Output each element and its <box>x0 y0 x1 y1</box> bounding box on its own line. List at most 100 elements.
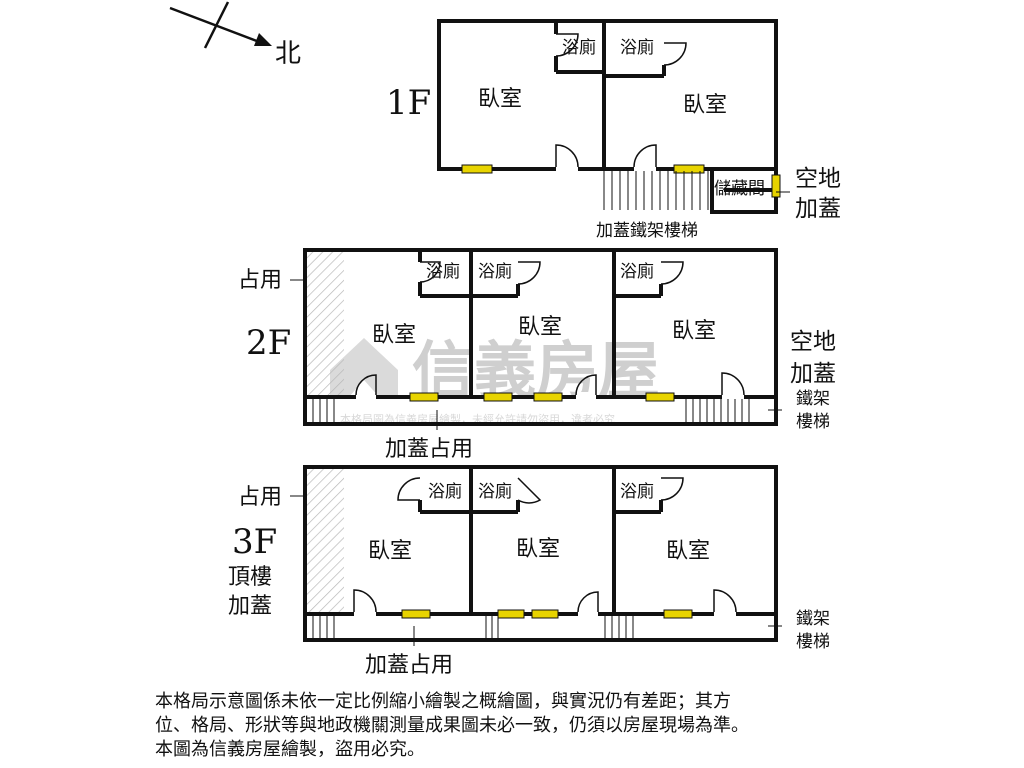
window <box>409 392 439 402</box>
floor-1-door-gap-1 <box>556 164 578 174</box>
compass: 北 <box>169 1 301 69</box>
floor-2-side-note-1: 空地 <box>790 329 836 355</box>
floor-1-stairs <box>603 171 709 210</box>
floor-3-sub-label-1: 頂樓 <box>228 565 272 590</box>
floor-2-bottom-note: 加蓋占用 <box>385 437 473 462</box>
window <box>461 164 493 174</box>
floor-1-doors <box>555 33 687 168</box>
floor-2-door-gap <box>356 392 376 402</box>
floor-3-bath-3: 浴廁 <box>620 481 654 502</box>
floor-3-stair-note-1: 鐵架 <box>796 609 830 629</box>
floor-2-side-note-2: 加蓋 <box>790 361 836 387</box>
door-swing-icon <box>577 591 599 613</box>
north-arrow-icon <box>254 33 272 46</box>
floor-2-doors <box>355 261 745 396</box>
door-swing-icon <box>663 42 687 66</box>
floor-3-door-gap <box>656 478 666 500</box>
floor-3-door-gap <box>714 609 736 619</box>
floor-3-windows <box>401 609 693 619</box>
floor-2-bedroom-3: 臥室 <box>672 319 716 344</box>
door-swing-icon <box>633 144 657 168</box>
floor-1-stair-note: 加蓋鐵架樓梯 <box>596 221 698 241</box>
north-label: 北 <box>275 39 301 69</box>
door-swing-icon <box>555 33 579 57</box>
window <box>497 609 525 619</box>
floor-2-windows <box>409 392 675 402</box>
door-swing-icon <box>721 372 745 396</box>
door-swing-icon <box>353 589 377 613</box>
floor-1-door-gap-4 <box>659 43 669 65</box>
door-swing-icon <box>575 374 597 396</box>
disclaimer-line-1: 本格局示意圖係未依一定比例縮小繪製之概繪圖，與實況仍有差距；其方 <box>155 691 731 712</box>
floor-3-label: 3F <box>232 522 277 562</box>
window <box>401 609 431 619</box>
floor-3-bath-1: 浴廁 <box>428 481 462 502</box>
floor-3-stairs <box>312 616 782 646</box>
floor-3-stair-note-2: 樓梯 <box>796 632 830 652</box>
floor-1-door-gap-2 <box>634 164 656 174</box>
window <box>645 392 675 402</box>
floor-3-door-gap <box>578 609 598 619</box>
floor-3-bottom-note: 加蓋占用 <box>365 653 453 678</box>
floor-1-door-gap-3 <box>551 34 561 56</box>
floor-2-label: 2F <box>246 323 291 363</box>
floor-1-bedroom-right: 臥室 <box>683 93 727 118</box>
floor-3-bath-2: 浴廁 <box>478 481 512 502</box>
door-swing-icon <box>660 477 684 501</box>
compass-cross <box>203 1 230 49</box>
floor-2: 占用 2F <box>238 248 836 462</box>
floor-1-side-note-2: 加蓋 <box>795 196 841 222</box>
floor-1: 1F <box>386 19 841 241</box>
disclaimer: 本格局示意圖係未依一定比例縮小繪製之概繪圖，與實況仍有差距；其方 位、格局、形狀… <box>155 690 915 762</box>
floor-2-stair-note-1: 鐵架 <box>796 389 830 409</box>
window <box>533 392 563 402</box>
floor-3-door-gap <box>415 478 425 500</box>
door-swing-icon <box>555 144 579 168</box>
floor-1-bath-left: 浴廁 <box>562 37 596 58</box>
floor-2-stairs <box>312 399 782 430</box>
floor-1-walls <box>437 19 778 214</box>
window <box>483 392 513 402</box>
window <box>663 609 693 619</box>
floor-2-bath-3: 浴廁 <box>620 261 654 282</box>
door-swing-icon <box>713 589 737 613</box>
floor-3-occupied-note: 占用 <box>238 485 282 510</box>
door-swing-icon <box>517 477 542 504</box>
floor-2-bath-1: 浴廁 <box>426 261 460 282</box>
floor-2-occupied-hatch <box>307 252 344 395</box>
floor-3-bedroom-2: 臥室 <box>516 537 560 562</box>
door-swing-icon <box>419 261 441 283</box>
door-swing-icon <box>355 374 377 396</box>
floor-2-door-gap <box>576 392 596 402</box>
floor-1-bedroom-left: 臥室 <box>478 87 522 112</box>
floor-3: 占用 3F 頂樓 加蓋 <box>228 465 830 678</box>
floor-2-door-gap <box>656 262 666 284</box>
floor-1-bath-right: 浴廁 <box>620 37 654 58</box>
floor-3-door-gap <box>513 478 523 500</box>
floor-3-bedroom-1: 臥室 <box>368 539 412 564</box>
floor-3-sub-label-2: 加蓋 <box>228 594 272 619</box>
floor-2-door-gap <box>722 392 744 402</box>
floor-3-door-gap <box>354 609 376 619</box>
floor-1-storage: 儲藏間 <box>714 179 765 199</box>
floor-1-side-note-1: 空地 <box>795 166 841 192</box>
floor-2-stair-note-2: 樓梯 <box>796 412 830 432</box>
floor-3-doors <box>353 477 737 613</box>
floor-2-door-gap <box>415 262 425 282</box>
disclaimer-line-3: 本圖為信義房屋繪製，盜用必究。 <box>155 739 425 760</box>
floor-1-windows <box>461 164 781 198</box>
floor-3-occupied-hatch <box>307 469 344 612</box>
floor-2-bedroom-2: 臥室 <box>518 315 562 340</box>
door-swing-icon <box>660 261 684 285</box>
floor-1-label: 1F <box>386 83 431 123</box>
floor-3-bedroom-3: 臥室 <box>666 539 710 564</box>
door-swing-icon <box>517 261 541 285</box>
floor-2-bedroom-1: 臥室 <box>372 323 416 348</box>
window <box>771 174 781 198</box>
floor-2-door-gap <box>513 262 523 284</box>
floor-2-bath-2: 浴廁 <box>478 261 512 282</box>
disclaimer-line-2: 位、格局、形狀等與地政機關測量成果圖未必一致，仍須以房屋現場為準。 <box>155 715 749 736</box>
window <box>673 164 705 174</box>
floor-2-occupied-note: 占用 <box>238 268 282 293</box>
